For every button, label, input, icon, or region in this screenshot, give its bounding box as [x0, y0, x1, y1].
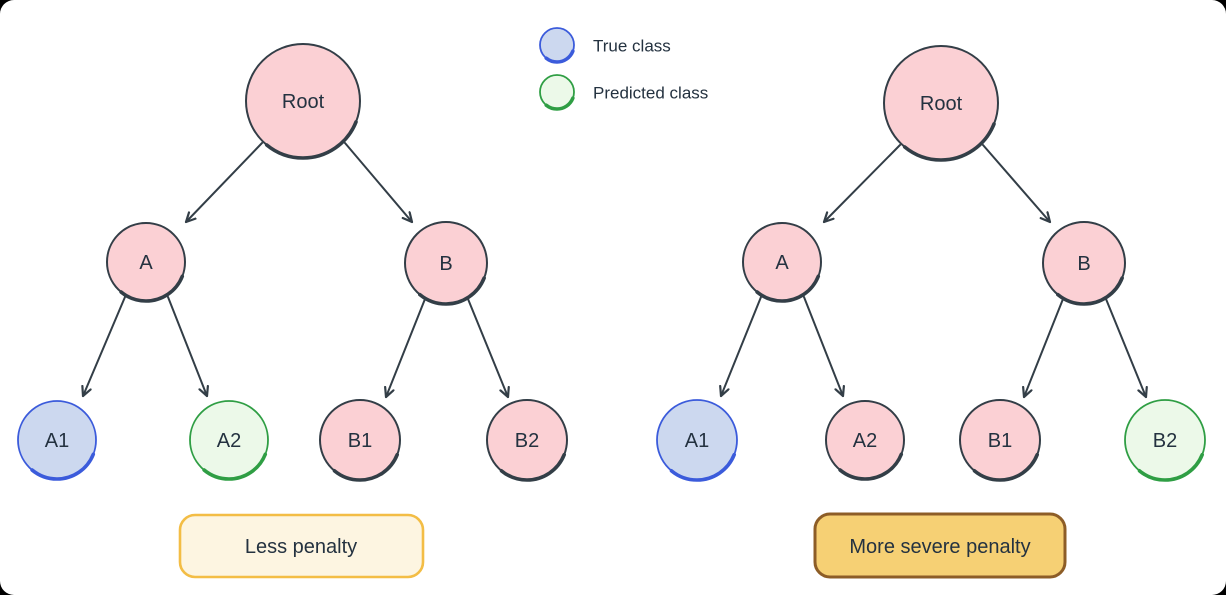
node-root: Root — [882, 44, 1000, 162]
node-root-label: Root — [920, 93, 963, 115]
edge-b-b1 — [386, 298, 426, 397]
node-a2-label: A2 — [853, 430, 877, 452]
node-b2-predicted-class: B2 — [1123, 398, 1207, 482]
node-a2-predicted-class: A2 — [188, 399, 270, 481]
node-b: B — [403, 220, 489, 306]
node-a-label: A — [139, 252, 153, 274]
node-a1-true-class: A1 — [16, 399, 98, 481]
node-b1-label: B1 — [348, 430, 372, 452]
edge-a-a1 — [721, 296, 762, 396]
tree-less-penalty: Root A B A1 A2 — [16, 42, 569, 579]
node-b-label: B — [439, 253, 452, 275]
edge-root-a — [824, 144, 901, 222]
node-root: Root — [244, 42, 362, 160]
edge-a-a2 — [803, 296, 843, 396]
node-a2-label: A2 — [217, 430, 241, 452]
true-class-swatch-arc — [538, 26, 576, 64]
node-a2: A2 — [824, 399, 906, 481]
node-b2-label: B2 — [1153, 430, 1177, 452]
caption-less-penalty: Less penalty — [178, 513, 425, 579]
node-a1-label: A1 — [45, 430, 69, 452]
edge-a-a2 — [167, 296, 207, 396]
caption-less-penalty-label: Less penalty — [245, 536, 357, 558]
node-b2: B2 — [485, 398, 569, 482]
legend-item-true-class: True class — [538, 26, 671, 64]
node-a-label: A — [775, 252, 789, 274]
node-a: A — [741, 221, 823, 303]
caption-more-severe-penalty-label: More severe penalty — [849, 536, 1030, 558]
edge-a-a1 — [83, 296, 126, 396]
node-b1-label: B1 — [988, 430, 1012, 452]
node-a: A — [105, 221, 187, 303]
predicted-class-swatch-arc — [538, 73, 576, 111]
node-root-label: Root — [282, 91, 325, 113]
tree-more-severe-penalty: Root A B A1 A2 — [655, 44, 1207, 579]
edge-root-b — [982, 144, 1050, 222]
legend-label-predicted-class: Predicted class — [593, 84, 708, 103]
node-b: B — [1041, 220, 1127, 306]
edge-b-b2 — [1105, 298, 1146, 397]
node-b1: B1 — [318, 398, 402, 482]
node-b1: B1 — [958, 398, 1042, 482]
node-a1-true-class: A1 — [655, 398, 739, 482]
legend-item-predicted-class: Predicted class — [538, 73, 708, 111]
caption-more-severe-penalty: More severe penalty — [813, 512, 1067, 579]
edge-b-b2 — [467, 298, 508, 397]
node-a1-label: A1 — [685, 430, 709, 452]
legend: True class Predicted class — [538, 26, 708, 111]
legend-label-true-class: True class — [593, 37, 671, 56]
node-b-label: B — [1077, 253, 1090, 275]
edge-b-b1 — [1024, 298, 1064, 397]
edge-root-b — [344, 142, 412, 222]
node-b2-label: B2 — [515, 430, 539, 452]
edge-root-a — [186, 142, 263, 222]
